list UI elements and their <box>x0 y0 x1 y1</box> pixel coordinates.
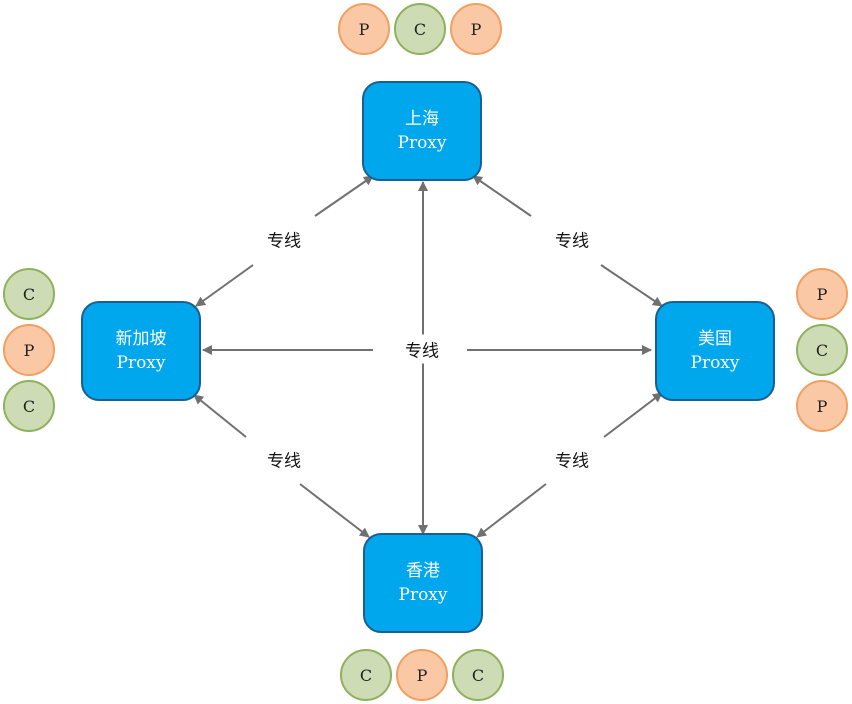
link-usa-hongkong-upper <box>603 392 663 438</box>
node-singapore-sub: Proxy <box>116 353 166 373</box>
cluster-left-consumer-2: C <box>3 380 55 432</box>
cluster-right-producer-1: P <box>796 268 848 320</box>
link-singapore-hongkong-lower <box>299 483 370 538</box>
link-label-singapore-hongkong: 专线 <box>263 444 305 474</box>
link-singapore-hongkong-upper <box>193 394 247 438</box>
node-usa-sub: Proxy <box>690 353 740 373</box>
node-usa-proxy: 美国 Proxy <box>655 301 775 401</box>
link-shanghai-singapore-upper <box>314 175 374 217</box>
cluster-top-consumer: C <box>394 3 446 55</box>
cluster-left-consumer-1: C <box>3 268 55 320</box>
cluster-right-consumer: C <box>796 324 848 376</box>
cluster-top-producer-2: P <box>450 3 502 55</box>
node-singapore-name: 新加坡 <box>115 329 167 349</box>
link-label-center: 专线 <box>401 334 443 364</box>
link-shanghai-usa-upper <box>472 175 532 217</box>
cluster-top-producer-1: P <box>338 3 390 55</box>
node-shanghai-proxy: 上海 Proxy <box>362 81 482 181</box>
link-shanghai-usa-lower <box>600 264 663 307</box>
link-label-shanghai-singapore: 专线 <box>263 224 305 254</box>
link-label-usa-hongkong: 专线 <box>551 444 593 474</box>
node-singapore-proxy: 新加坡 Proxy <box>81 301 201 401</box>
cluster-right-producer-2: P <box>796 380 848 432</box>
cluster-left-producer: P <box>3 324 55 376</box>
link-shanghai-singapore-lower <box>195 264 254 307</box>
node-usa-name: 美国 <box>698 329 732 349</box>
node-shanghai-sub: Proxy <box>397 133 447 153</box>
cluster-bottom-consumer-2: C <box>452 649 504 701</box>
link-usa-hongkong-lower <box>476 483 547 538</box>
node-hongkong-proxy: 香港 Proxy <box>363 533 483 633</box>
cluster-bottom-producer: P <box>396 649 448 701</box>
node-hongkong-sub: Proxy <box>398 585 448 605</box>
link-label-shanghai-usa: 专线 <box>551 224 593 254</box>
node-shanghai-name: 上海 <box>405 109 439 129</box>
cluster-bottom-consumer-1: C <box>340 649 392 701</box>
node-hongkong-name: 香港 <box>406 561 440 581</box>
